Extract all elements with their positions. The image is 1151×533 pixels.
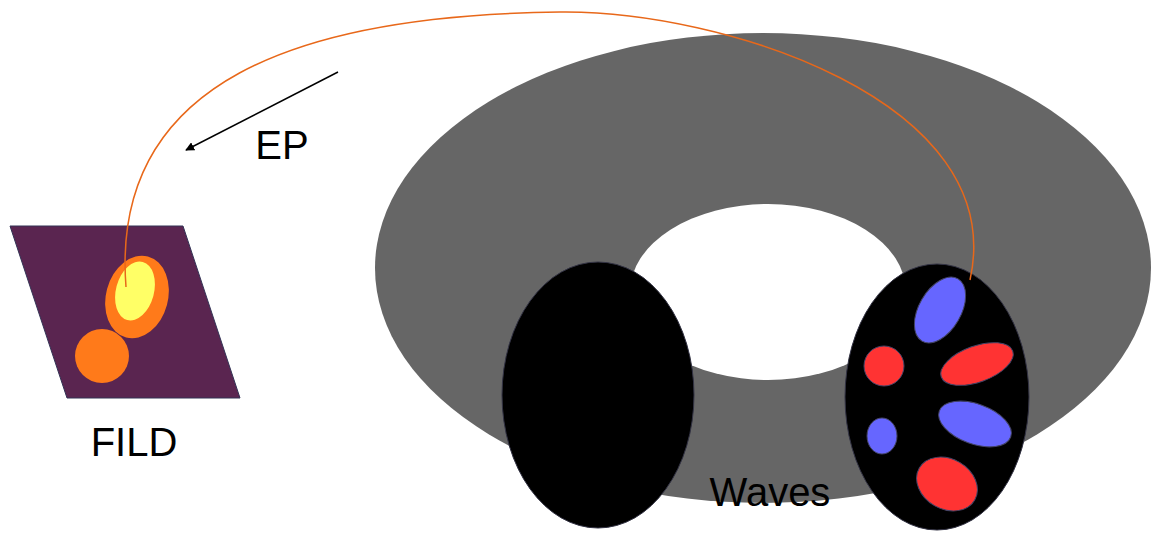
particle-label: EP: [255, 125, 308, 165]
particle-orbit: [125, 12, 974, 287]
waves-label: Waves: [710, 472, 831, 512]
fild-spot-core: [109, 257, 161, 325]
wave-structures: [864, 268, 1019, 521]
fild-spot: [75, 329, 129, 383]
detector-label: FILD: [91, 422, 178, 462]
plasma-cross-section: [845, 264, 1029, 530]
torus: [375, 33, 1151, 503]
plasma-cross-section: [502, 262, 694, 528]
